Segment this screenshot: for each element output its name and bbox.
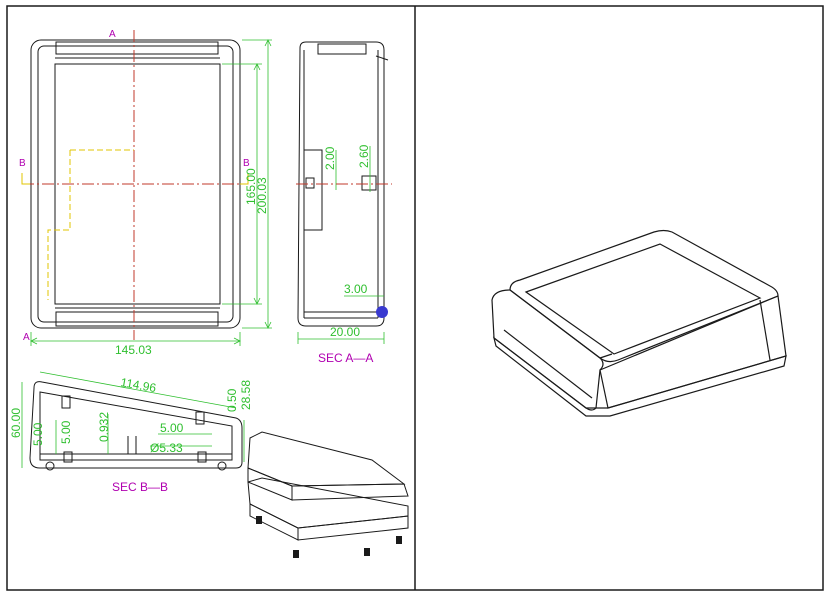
side-dimension-lines [297,146,385,344]
marker-b-right: B [243,158,250,169]
iso-corner-edge [599,353,613,359]
section-dim-rib-a: 5.00 [31,422,45,446]
exploded-base-side [297,515,409,541]
iso-top-panel [509,229,779,363]
section-dim-slope: 0.932 [97,412,111,442]
iso-side-edge [759,299,771,361]
screw-icon [293,550,299,558]
section-dim-top-offset: 0.50 [225,388,239,412]
front-centerlines [22,30,248,340]
marker-b-left-arrow [21,173,30,185]
section-inner-outline [39,391,233,461]
marker-b-right-arrow [240,173,249,185]
front-bottom-rail [55,311,219,327]
section-dim-rib-b: 5.00 [59,420,73,444]
section-view [29,381,243,471]
exploded-lid-side [291,483,409,501]
section-foot-right [217,461,227,471]
width-dim: 145.03 [115,343,152,357]
iso-front-face [491,289,604,411]
front-dimension-lines [30,39,272,346]
exploded-screws [256,516,402,558]
side-boss-right [361,175,377,191]
marker-a-top: A [109,29,116,40]
side-dim-width: 20.00 [330,325,360,339]
section-dim-height-left: 60.00 [9,408,23,438]
side-dim-wall-b: 2.60 [357,144,371,168]
side-boss-left [305,177,315,189]
section-dim-height-right: 28.58 [239,380,253,410]
section-top-dim-line [39,371,237,409]
marker-b-left: B [19,158,26,169]
iso-top-inset [524,243,762,355]
inner-height-dim: 165.00 [244,168,258,205]
section-dimension-lines [21,371,245,468]
front-top-rail [55,41,219,55]
side-dim-wall-a: 2.00 [323,146,337,170]
side-section-title: SEC A—A [318,351,373,365]
marker-a-bottom: A [23,332,30,343]
front-panel [54,63,221,305]
front-hidden-lines [47,149,134,300]
screw-icon [396,536,402,544]
section-dim-rib-c: 5.00 [160,421,184,435]
section-rib-1 [61,395,71,409]
front-hidden-side [47,150,71,300]
screw-icon [364,548,370,556]
exploded-lid-front [247,467,293,501]
side-outline [297,41,385,327]
side-ridge [375,55,389,61]
side-top-cap [317,43,367,55]
section-dim-top-length: 114.96 [119,375,157,395]
side-foot-ball [376,306,388,318]
section-foot-left [45,461,55,471]
section-outline [29,381,243,469]
exploded-isometric-view [247,431,409,541]
section-boss-2 [197,451,207,463]
iso-right-face [599,295,787,409]
iso-front-groove [503,329,593,399]
screw-icon [256,516,262,524]
front-section-markers [21,173,249,185]
side-dim-foot: 3.00 [344,282,368,296]
section-rib-2 [195,411,205,425]
section-boss-1 [63,451,73,463]
section-title: SEC B—B [112,480,168,494]
isometric-view [491,229,787,417]
outer-height-dim: 200.03 [255,177,269,214]
side-step [303,149,323,231]
iso-base [493,336,787,417]
section-dim-boss: Ø5.33 [150,441,183,455]
